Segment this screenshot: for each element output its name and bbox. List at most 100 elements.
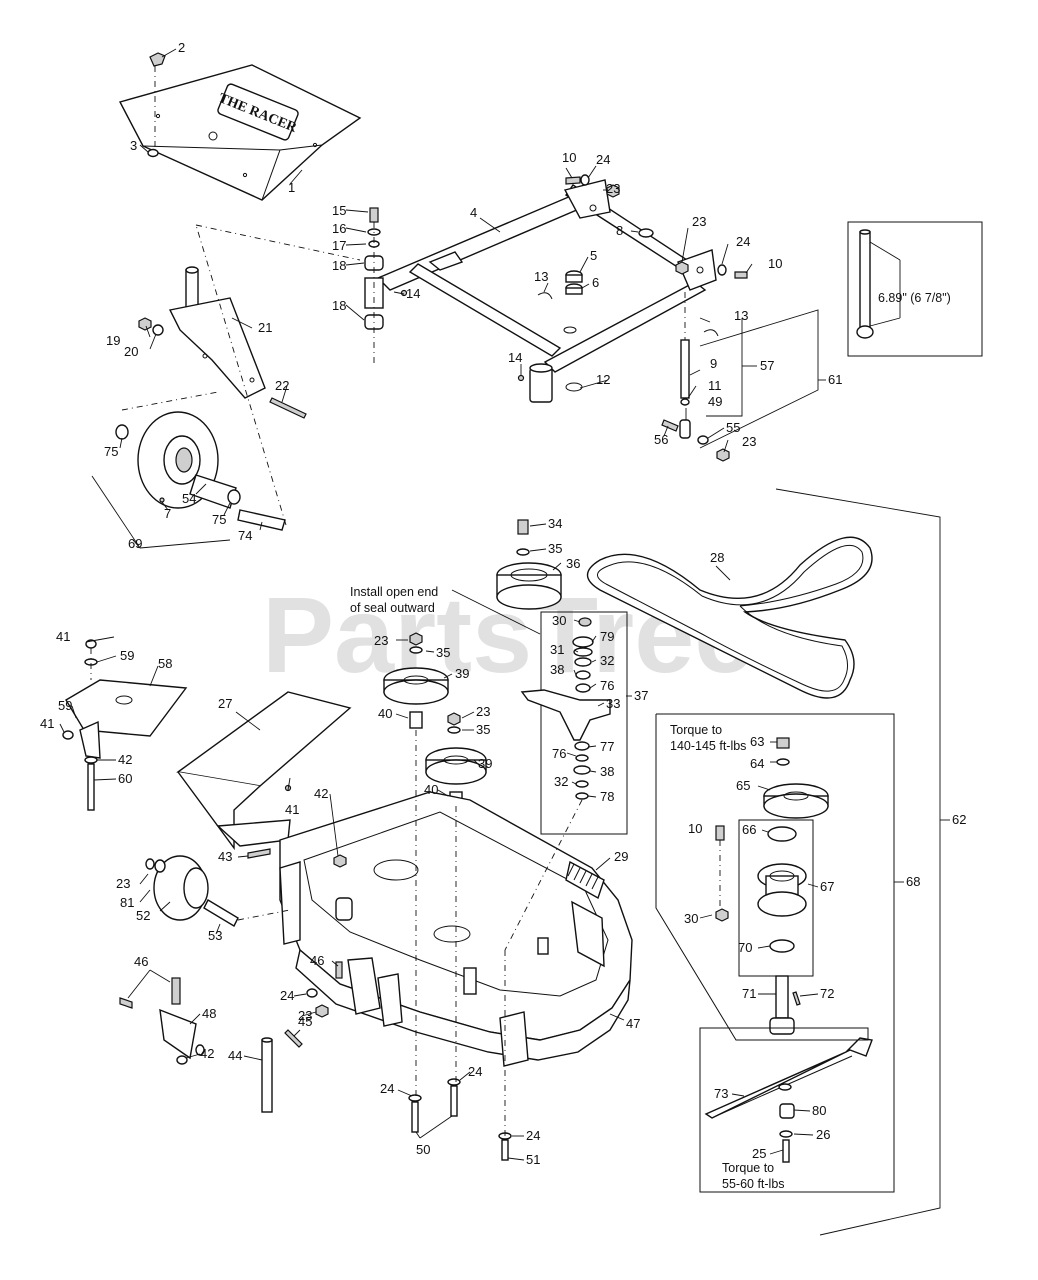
callout-39-upper: 39 <box>455 666 469 681</box>
callout-24-bolt-c: 24 <box>526 1128 540 1143</box>
callout-23-lower: 23 <box>742 434 756 449</box>
deck-frame <box>376 179 717 403</box>
callout-22: 22 <box>275 378 289 393</box>
height-rod-detail <box>847 221 983 357</box>
callout-39-lower: 39 <box>478 756 492 771</box>
callout-27: 27 <box>218 696 232 711</box>
callout-43: 43 <box>218 849 232 864</box>
callout-9: 9 <box>710 356 717 371</box>
callout-23-deck: 23 <box>298 1008 312 1023</box>
callout-23-pulley-b: 23 <box>476 704 490 719</box>
callout-32-upper: 32 <box>600 653 614 668</box>
assembly-boxes <box>91 309 941 1236</box>
callout-41-top: 41 <box>56 629 70 644</box>
callout-1: 1 <box>288 180 295 195</box>
callout-8: 8 <box>616 223 623 238</box>
dimension-note: 6.89" (6 7/8") <box>878 291 951 305</box>
callout-35-pulley-a: 35 <box>436 645 450 660</box>
callout-37: 37 <box>634 688 648 703</box>
callout-59-left: 59 <box>58 698 72 713</box>
part-2-clip <box>149 52 166 148</box>
callout-18-upper: 18 <box>332 258 346 273</box>
callout-28: 28 <box>710 550 724 565</box>
part-19-20-22 <box>138 317 307 419</box>
callout-50: 50 <box>416 1142 430 1157</box>
callout-24-deck: 24 <box>280 988 294 1003</box>
callout-76-lower: 76 <box>552 746 566 761</box>
callout-80: 80 <box>812 1103 826 1118</box>
callout-66: 66 <box>742 822 756 837</box>
callout-53: 53 <box>208 928 222 943</box>
callout-24-right: 24 <box>736 234 750 249</box>
part-44-45-rod <box>261 1029 303 1113</box>
callout-59-top: 59 <box>120 648 134 663</box>
callout-6: 6 <box>592 275 599 290</box>
hood-cover: THE RACER <box>118 64 362 201</box>
part-34-35-36 <box>496 519 562 610</box>
callout-38-lower: 38 <box>600 764 614 779</box>
callout-29: 29 <box>614 849 628 864</box>
callout-61: 61 <box>828 372 842 387</box>
callout-60: 60 <box>118 771 132 786</box>
callout-74: 74 <box>238 528 252 543</box>
callout-67: 67 <box>820 879 834 894</box>
callout-41-left: 41 <box>40 716 54 731</box>
callout-56: 56 <box>654 432 668 447</box>
callout-51: 51 <box>526 1152 540 1167</box>
callout-54: 54 <box>182 491 196 506</box>
callout-35-pulley-b: 35 <box>476 722 490 737</box>
callout-65: 65 <box>736 778 750 793</box>
callout-40-lower: 40 <box>424 782 438 797</box>
callout-19: 19 <box>106 333 120 348</box>
callout-55: 55 <box>726 420 740 435</box>
callout-71: 71 <box>742 986 756 1001</box>
callout-38-upper: 38 <box>550 662 564 677</box>
callout-52: 52 <box>136 908 150 923</box>
part-3-nut <box>147 148 159 158</box>
part-23-nuts <box>606 184 689 275</box>
callout-57: 57 <box>760 358 774 373</box>
callout-14-upper: 14 <box>406 286 420 301</box>
callout-23-gauge: 23 <box>116 876 130 891</box>
callout-48: 48 <box>202 1006 216 1021</box>
callout-42-bottom: 42 <box>200 1046 214 1061</box>
part-24-washers <box>580 174 727 276</box>
drive-belt <box>586 536 873 699</box>
torque-note-upper-line-1: Torque to <box>670 723 722 737</box>
callout-13-right: 13 <box>734 308 748 323</box>
part-8-washer <box>638 228 654 238</box>
callout-21: 21 <box>258 320 272 335</box>
callout-25: 25 <box>752 1146 766 1161</box>
callout-45: 45 <box>298 1014 312 1029</box>
callout-36: 36 <box>566 556 580 571</box>
callout-23-right: 23 <box>692 214 706 229</box>
torque-note-upper-line-2: 140-145 ft-lbs <box>670 739 746 753</box>
spindle-assembly <box>715 737 829 1035</box>
callout-75-left: 75 <box>104 444 118 459</box>
part-39-lower-pulley <box>425 712 487 807</box>
callout-32-lower: 32 <box>554 774 568 789</box>
notes: Install open end of seal outward Torque … <box>350 291 951 1191</box>
callout-18-lower: 18 <box>332 298 346 313</box>
blade <box>704 1037 873 1163</box>
callout-78: 78 <box>600 789 614 804</box>
callout-23-upper: 23 <box>606 181 620 196</box>
callout-4: 4 <box>470 205 477 220</box>
callout-70: 70 <box>738 940 752 955</box>
callout-3: 3 <box>130 138 137 153</box>
callout-42-deck: 42 <box>314 786 328 801</box>
part-9-pin <box>680 292 690 399</box>
callout-58: 58 <box>158 656 172 671</box>
callout-81: 81 <box>120 895 134 910</box>
callout-7: 7 <box>164 506 171 521</box>
seal-note-line-2: of seal outward <box>350 601 435 615</box>
callout-73: 73 <box>714 1086 728 1101</box>
part-42-nut <box>333 854 347 868</box>
callout-49: 49 <box>708 394 722 409</box>
caster-wheel <box>115 411 286 531</box>
callout-68: 68 <box>906 874 920 889</box>
callout-26: 26 <box>816 1127 830 1142</box>
part-58-bracket <box>62 639 188 811</box>
callout-15: 15 <box>332 203 346 218</box>
